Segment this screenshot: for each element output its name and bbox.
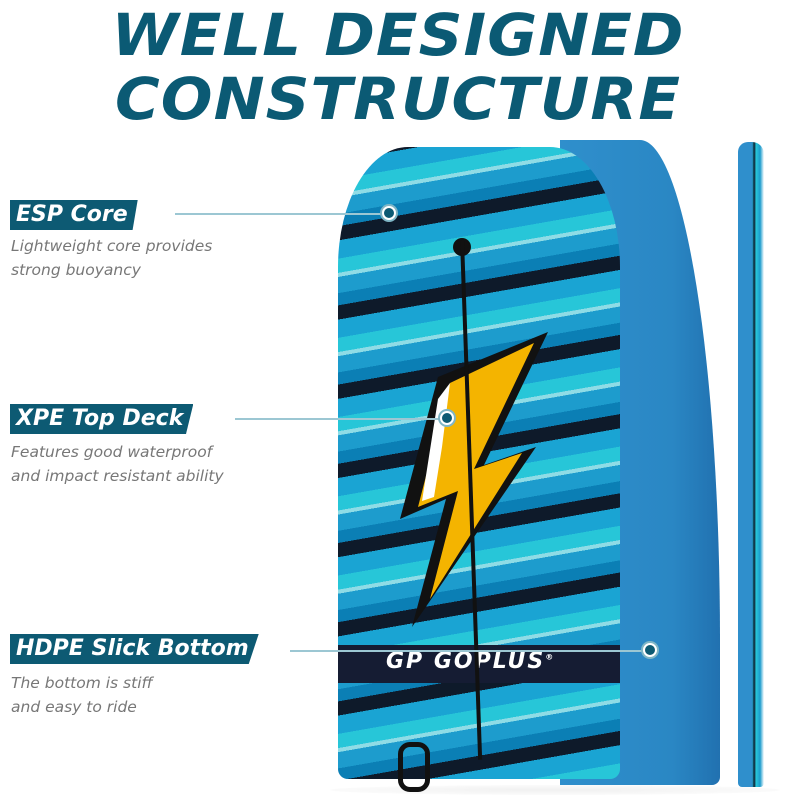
lightning-bolt-icon [400, 332, 548, 627]
feature-title: HDPE Slick Bottom [10, 634, 259, 664]
feature-desc-line1: Lightweight core provides [11, 237, 213, 255]
callout-dot-icon [382, 206, 396, 220]
title-line-1: WELL DESIGNED [111, 1, 685, 69]
feature-title: XPE Top Deck [10, 404, 194, 434]
brand-logo: GP GOPLUS® [386, 649, 556, 674]
feature-desc-line1: Features good waterproof [11, 443, 213, 461]
feature-desc-line2: strong buoyancy [11, 261, 141, 279]
feature-desc-line2: and easy to ride [11, 698, 137, 716]
callout-dot-icon [440, 411, 454, 425]
floor-shadow [330, 785, 780, 795]
leader-line [235, 418, 441, 420]
title-line-2: CONSTRUCTURE [115, 65, 681, 133]
feature-desc-line2: and impact resistant ability [11, 467, 224, 485]
bodyboard-side-view [738, 142, 764, 787]
feature-title: ESP Core [10, 200, 138, 230]
leader-line [175, 213, 383, 215]
feature-desc-line1: The bottom is stiff [11, 674, 153, 692]
leader-line [290, 650, 644, 652]
callout-dot-icon [643, 643, 657, 657]
wrist-cuff [398, 742, 430, 792]
